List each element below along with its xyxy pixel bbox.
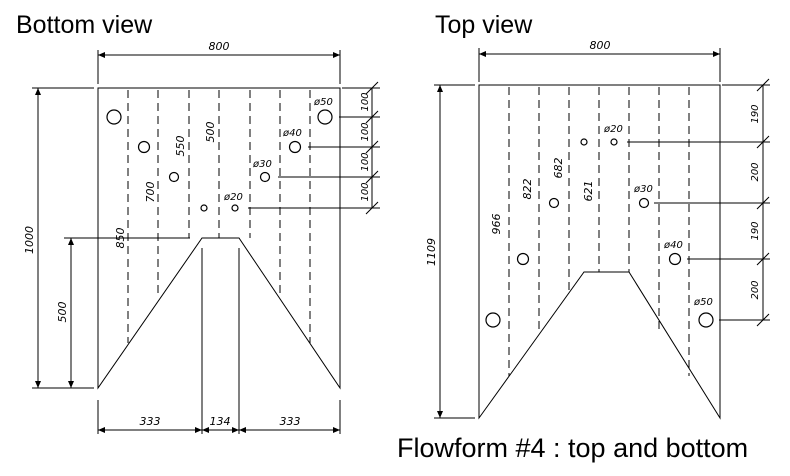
bottom-width-label: 800 [209, 40, 230, 53]
bottom-spacing-dimension: 100 100 100 100 [360, 81, 379, 215]
bottom-hole-label-50: ø50 [313, 97, 333, 108]
bottom-length-label: 500 [204, 122, 217, 143]
bottom-hole-label-20: ø20 [223, 192, 243, 203]
bottom-width-dimension: 800 [97, 40, 341, 84]
bottom-hole-50 [106, 109, 122, 125]
bottom-seg-mid-label: 134 [210, 415, 231, 428]
bottom-spacing-label: 100 [360, 92, 371, 111]
bottom-hole-label-40: ø40 [282, 128, 302, 139]
bottom-half-height-label: 500 [56, 302, 69, 323]
top-length-label: 966 [490, 214, 503, 235]
top-spacing-dimension: 190 200 190 200 [750, 78, 770, 327]
top-width-label: 800 [590, 39, 611, 52]
bottom-seg-left-label: 333 [140, 415, 161, 428]
bottom-hole-30 [259, 171, 271, 183]
top-spacing-label: 190 [750, 221, 761, 240]
top-height-dimension: 1109 [425, 84, 475, 419]
bottom-spacing-label: 100 [360, 122, 371, 141]
top-hole-30 [548, 197, 560, 209]
top-outline [478, 84, 721, 420]
bottom-half-height-dimension: 500 [56, 237, 190, 388]
bottom-spacing-label: 100 [360, 152, 371, 171]
top-hole-40 [668, 252, 682, 266]
top-hole-label-40: ø40 [663, 240, 683, 251]
bottom-view-title: Bottom view [16, 11, 153, 39]
bottom-seg-right-label: 333 [280, 415, 301, 428]
bottom-outline [97, 87, 341, 390]
top-spacing-label: 200 [750, 162, 761, 181]
bottom-hole-40 [137, 140, 151, 154]
top-view-title: Top view [435, 11, 533, 39]
bottom-height-dimension: 1000 [23, 87, 94, 389]
bottom-spacing-label: 100 [360, 182, 371, 201]
top-hole-50 [698, 312, 714, 328]
bottom-hole-20 [200, 204, 208, 212]
top-hole-label-30: ø30 [633, 184, 653, 195]
bottom-segment-dimension: 333 134 333 [97, 248, 341, 434]
bottom-hole-50 [317, 109, 333, 125]
top-width-dimension: 800 [478, 39, 721, 82]
bottom-hole-20 [231, 204, 239, 212]
top-hole-20 [610, 138, 618, 146]
figure-caption: Flowform #4 : top and bottom [397, 433, 748, 463]
bottom-hole-40 [288, 140, 302, 154]
top-height-label: 1109 [425, 238, 438, 266]
bottom-height-label: 1000 [23, 226, 36, 254]
top-hole-40 [516, 252, 530, 266]
top-length-label: 682 [552, 158, 565, 179]
top-hole-30 [638, 197, 650, 209]
bottom-hole-label-30: ø30 [252, 159, 272, 170]
bottom-length-label: 550 [174, 136, 187, 157]
top-length-label: 621 [582, 181, 595, 202]
top-hole-50 [485, 312, 501, 328]
top-spacing-label: 190 [750, 104, 761, 123]
top-hole-20 [580, 138, 588, 146]
top-hole-label-50: ø50 [693, 297, 713, 308]
top-length-label: 822 [521, 179, 534, 200]
bottom-view: Bottom view 800 850 700 550 500 [16, 11, 380, 434]
top-view: Top view 800 966 822 682 621 [425, 11, 770, 420]
bottom-length-label: 700 [144, 182, 157, 203]
top-spacing-label: 200 [750, 280, 761, 299]
top-hole-label-20: ø20 [603, 124, 623, 135]
bottom-hole-30 [168, 171, 180, 183]
